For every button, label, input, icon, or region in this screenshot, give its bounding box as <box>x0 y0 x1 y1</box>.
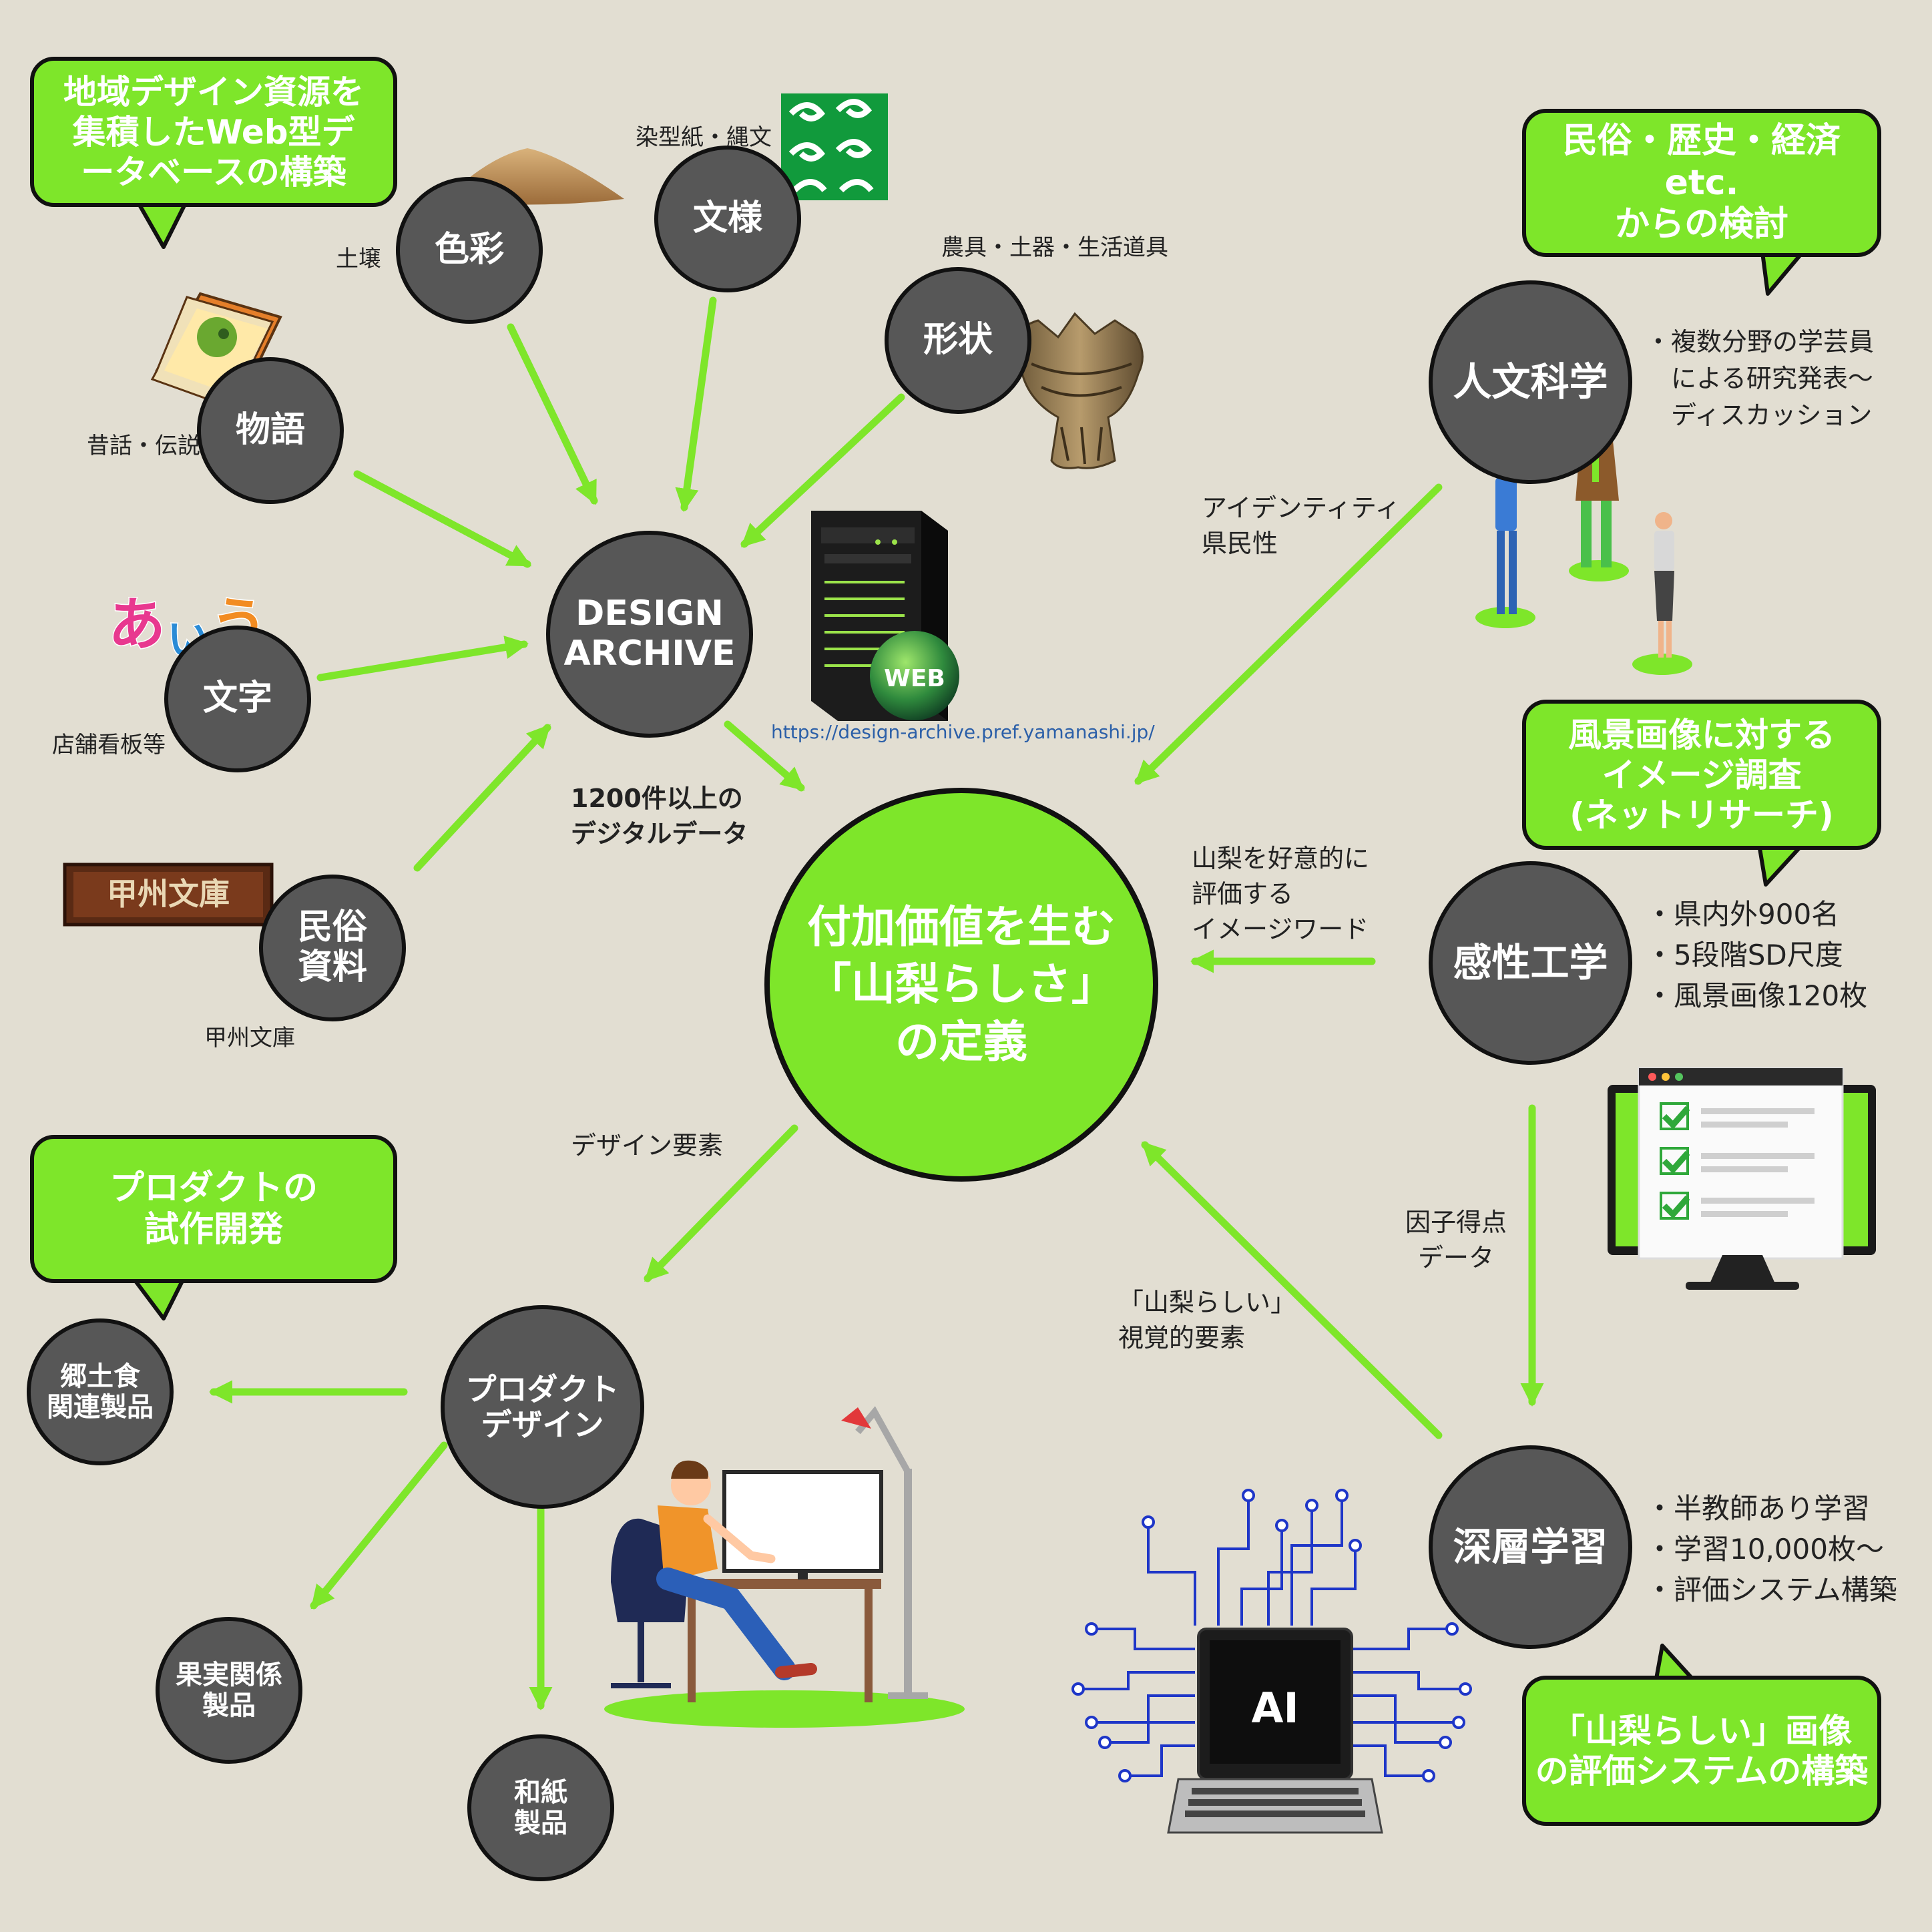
node-product-design-label: プロダクト デザイン <box>465 1371 620 1443</box>
output-local-food-label: 郷土食 関連製品 <box>47 1361 154 1423</box>
deep-learning-description: ・半教師あり学習 ・学習10,000枚～ ・評価システム構築 <box>1646 1492 1897 1606</box>
designer-desk-image <box>604 1406 965 1728</box>
annotation-image-words: 山梨を好意的に 評価する イメージワード <box>1192 844 1370 945</box>
tail-humanities <box>1760 251 1804 296</box>
sign-text: 甲州文庫 <box>107 876 230 912</box>
arrow-story-to-archive <box>353 470 532 568</box>
caption-tools: 農具・土器・生活道具 <box>941 234 1168 261</box>
arrow-folk-to-archive <box>413 724 551 872</box>
node-deep-learning-label: 深層学習 <box>1453 1524 1608 1570</box>
annotation-identity: アイデンティティ 県民性 <box>1202 493 1401 559</box>
bubble-tails <box>132 199 1804 1684</box>
annotation-design-elements: デザイン要素 <box>571 1131 724 1160</box>
output-fruit: 果実関係 製品 <box>156 1617 302 1764</box>
node-pattern: 文様 <box>654 146 801 292</box>
node-story-label: 物語 <box>235 410 305 451</box>
survey-monitor-image <box>1608 1067 1876 1290</box>
bubble-humanities-text: 民俗・歴史・経済etc. からの検討 <box>1562 121 1841 245</box>
node-shape: 形状 <box>885 267 1031 414</box>
arrow-letters-to-archive <box>316 636 529 682</box>
kansei-description: ・県内外900名 ・5段階SD尺度 ・風景画像120枚 <box>1646 898 1868 1012</box>
stencil-pattern-image <box>781 93 888 200</box>
design-archive-label: DESIGN ARCHIVE <box>563 593 736 674</box>
node-humanities: 人文科学 <box>1429 280 1632 484</box>
web-server-image: WEB <box>811 511 959 721</box>
ai-laptop-image: AI <box>1167 1628 1383 1834</box>
bubble-prototype-text: プロダクトの 試作開発 <box>109 1168 318 1250</box>
caption-soil: 土壌 <box>336 246 381 272</box>
web-label: WEB <box>884 665 945 692</box>
tail-prototype <box>132 1277 186 1320</box>
bubble-database: 地域デザイン資源を 集積したWeb型デ ータベースの構築 <box>30 57 397 207</box>
output-local-food: 郷土食 関連製品 <box>27 1318 174 1465</box>
arrow-shape-to-archive <box>740 393 905 548</box>
core-concept-circle: 付加価値を生む 「山梨らしさ」 の定義 <box>764 788 1158 1182</box>
output-washi-label: 和紙 製品 <box>514 1777 567 1839</box>
bubble-prototype: プロダクトの 試作開発 <box>30 1135 397 1283</box>
ai-label: AI <box>1251 1684 1298 1732</box>
arrow-humanities-to-center <box>1134 483 1443 785</box>
node-folk-materials: 民俗 資料 <box>259 875 406 1021</box>
bubble-evaluation: 「山梨らしい」画像 の評価システムの構築 <box>1522 1676 1881 1826</box>
node-kansei: 感性工学 <box>1429 861 1632 1065</box>
arrow-center-to-product <box>644 1124 798 1282</box>
caption-stencil: 染型紙・縄文 <box>636 124 772 151</box>
node-color: 色彩 <box>396 177 543 324</box>
bubble-database-text: 地域デザイン資源を 集積したWeb型デ ータベースの構築 <box>63 72 364 192</box>
arrow-pattern-to-archive <box>675 296 717 512</box>
kana-a: あ <box>108 591 166 658</box>
tail-database <box>135 199 189 249</box>
node-kansei-label: 感性工学 <box>1453 940 1608 986</box>
node-product-design: プロダクト デザイン <box>441 1305 644 1509</box>
archive-url[interactable]: https://design-archive.pref.yamanashi.jp… <box>771 721 1155 743</box>
node-story: 物語 <box>197 357 344 504</box>
bubble-evaluation-text: 「山梨らしい」画像 の評価システムの構築 <box>1535 1711 1869 1790</box>
jomon-pot-image <box>1016 312 1144 469</box>
arrow-deep-to-center <box>1141 1141 1443 1439</box>
caption-folktales: 昔話・伝説 <box>87 433 200 459</box>
node-letters: 文字 <box>164 626 311 772</box>
node-color-label: 色彩 <box>434 230 504 270</box>
bubble-humanities: 民俗・歴史・経済etc. からの検討 <box>1522 109 1881 257</box>
node-humanities-label: 人文科学 <box>1453 359 1608 405</box>
node-letters-label: 文字 <box>202 678 272 719</box>
output-washi: 和紙 製品 <box>467 1734 614 1881</box>
core-concept-text: 付加価値を生む 「山梨らしさ」 の定義 <box>807 901 1116 1067</box>
arrow-product-to-fruit <box>310 1441 448 1610</box>
annotation-visual-elements: 「山梨らしい」 視覚的要素 <box>1118 1288 1296 1353</box>
arrow-color-to-archive <box>507 323 598 505</box>
tail-survey <box>1757 842 1804 887</box>
humanities-description: ・複数分野の学芸員 による研究発表～ ディスカッション <box>1646 327 1875 431</box>
node-pattern-label: 文様 <box>692 198 762 239</box>
node-shape-label: 形状 <box>923 320 993 360</box>
tail-evaluation <box>1654 1644 1698 1684</box>
archive-count: 1200件以上の デジタルデータ <box>571 784 748 849</box>
caption-koshu-bunko: 甲州文庫 <box>204 1025 295 1051</box>
bubble-survey-text: 風景画像に対する イメージ調査 (ネットリサーチ) <box>1568 715 1835 834</box>
arrows <box>208 296 1544 1711</box>
output-fruit-label: 果実関係 製品 <box>176 1660 282 1721</box>
bubble-survey: 風景画像に対する イメージ調査 (ネットリサーチ) <box>1522 700 1881 850</box>
ai-circuit-image <box>1071 1489 1472 1782</box>
node-deep-learning: 深層学習 <box>1429 1445 1632 1649</box>
design-archive-node: DESIGN ARCHIVE <box>546 531 753 738</box>
caption-signboards: 店舗看板等 <box>52 732 166 758</box>
annotation-factor-data: 因子得点 データ <box>1405 1208 1507 1273</box>
wooden-sign-image: 甲州文庫 <box>63 863 274 927</box>
arrow-archive-to-center <box>724 720 805 792</box>
node-folk-materials-label: 民俗 資料 <box>297 907 367 987</box>
